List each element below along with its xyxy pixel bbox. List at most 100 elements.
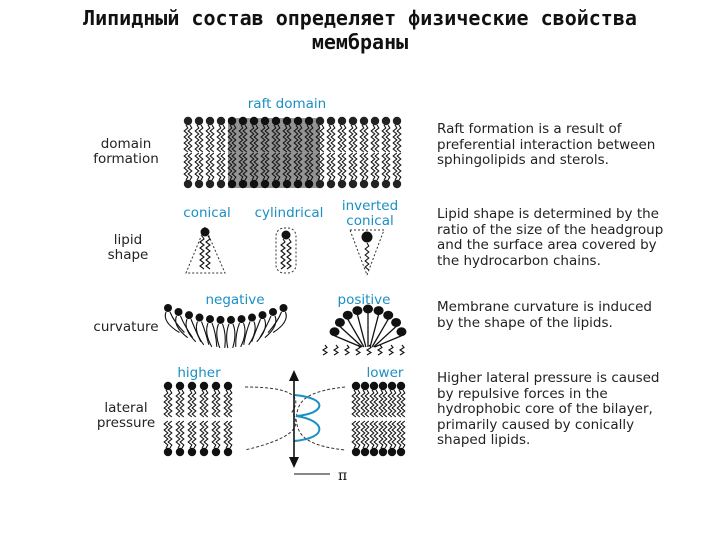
title-line-2: мембраны [311, 30, 409, 54]
lipid-tail [198, 124, 204, 153]
pos-lipid-tail [356, 314, 367, 348]
label-lateral-pressure: lateral pressure [96, 400, 156, 431]
lipid-tail [326, 124, 332, 153]
lipid-tail [211, 420, 217, 449]
lipid-head [163, 447, 173, 457]
curvature-drawings [164, 304, 407, 356]
lipid-head [359, 116, 369, 126]
lipid-tail [382, 420, 388, 449]
lipid-head [381, 179, 391, 189]
pos-lipid-head [363, 304, 373, 314]
slide-title: Липидный состав определяет физические св… [0, 6, 720, 54]
lipid-tail [385, 124, 391, 153]
lipid-tail [392, 124, 398, 153]
neg-lipid-tail [251, 318, 262, 342]
cylindrical-tail [286, 238, 292, 270]
cylindrical-outline [275, 227, 297, 274]
pressure-profile-blue [293, 394, 321, 442]
lipid-tail [337, 124, 343, 153]
neg-lipid-head [258, 311, 267, 320]
lipid-tail [293, 124, 299, 153]
lipid-tail [191, 420, 197, 449]
lipid-tail [396, 420, 402, 449]
lipid-tail [238, 124, 244, 153]
description-pressure: Higher lateral pressure is caused by rep… [437, 370, 660, 448]
lipid-head [369, 447, 379, 457]
lipid-tail [199, 420, 205, 449]
inverted-conical-tail [364, 242, 370, 271]
pos-lipid-base [332, 344, 340, 356]
lipid-tail [216, 152, 222, 181]
neg-lipid-tail [235, 322, 241, 347]
lipid-tail [194, 124, 200, 153]
neg-lipid-tail [243, 321, 251, 345]
lipid-tail [187, 420, 193, 449]
lipid-head [359, 179, 369, 189]
lipid-tail [187, 152, 193, 181]
lipid-tail [175, 420, 181, 449]
neg-lipid-tail [267, 311, 283, 333]
lipid-tail [348, 152, 354, 181]
lipid-tail [351, 420, 357, 449]
lipid-head [369, 381, 379, 391]
lipid-tail [364, 420, 370, 449]
lipid-tail [363, 152, 369, 181]
lipid-tail [203, 389, 209, 418]
pos-lipid-head [391, 317, 402, 327]
pos-lipid-head [329, 327, 340, 337]
lipid-head [194, 179, 204, 189]
conical-outline [185, 225, 226, 274]
lipid-tail [253, 124, 259, 153]
lipid-tail [163, 389, 169, 418]
axis-arrow-down [289, 457, 299, 468]
lipid-tail [187, 389, 193, 418]
lipid-tail [378, 389, 384, 418]
neg-lipid-tail [185, 318, 197, 343]
lipid-head [326, 116, 336, 126]
tag-conical: conical [183, 205, 231, 221]
pos-lipid-tail [347, 318, 365, 348]
lipid-tail [286, 152, 292, 181]
lipid-tail [396, 389, 402, 418]
lipid-tail [304, 152, 310, 181]
pos-lipid-tail [339, 326, 363, 348]
lipid-tail [227, 420, 233, 449]
lipid-tail [359, 152, 365, 181]
lipid-tail [364, 389, 370, 418]
lipid-head [238, 116, 248, 126]
lipid-tail [220, 124, 226, 153]
lipid-head [360, 381, 370, 391]
lipid-head [205, 116, 215, 126]
pos-lipid-tail [371, 318, 389, 348]
pos-lipid-head [396, 327, 407, 337]
pos-lipid-head [342, 310, 353, 320]
lipid-tail [179, 389, 185, 418]
lipid-tail [264, 124, 270, 153]
label-domain-formation: domain formation [93, 136, 159, 167]
tag-raft-domain: raft domain [247, 96, 327, 112]
lipid-head [392, 179, 402, 189]
lipid-head [199, 381, 209, 391]
lipid-tail [308, 124, 314, 153]
lipid-tail [183, 124, 189, 153]
lipid-tail [297, 152, 303, 181]
neg-lipid-tail [216, 323, 221, 349]
lipid-tail [304, 124, 310, 153]
lipid-head [387, 381, 397, 391]
lipid-head [315, 116, 325, 126]
tag-higher: higher [177, 365, 221, 381]
lipid-tail [231, 152, 237, 181]
lipid-tail [220, 152, 226, 181]
lipid-tail [363, 124, 369, 153]
lipid-tail [282, 124, 288, 153]
pos-lipid-base [354, 344, 362, 356]
lipid-tail [163, 420, 169, 449]
lipid-tail [175, 389, 181, 418]
lipid-head [282, 179, 292, 189]
lipid-tail [191, 389, 197, 418]
lipid-tail [215, 420, 221, 449]
neg-lipid-tail [175, 315, 188, 339]
lipid-tail [351, 389, 357, 418]
lipid-head [326, 179, 336, 189]
